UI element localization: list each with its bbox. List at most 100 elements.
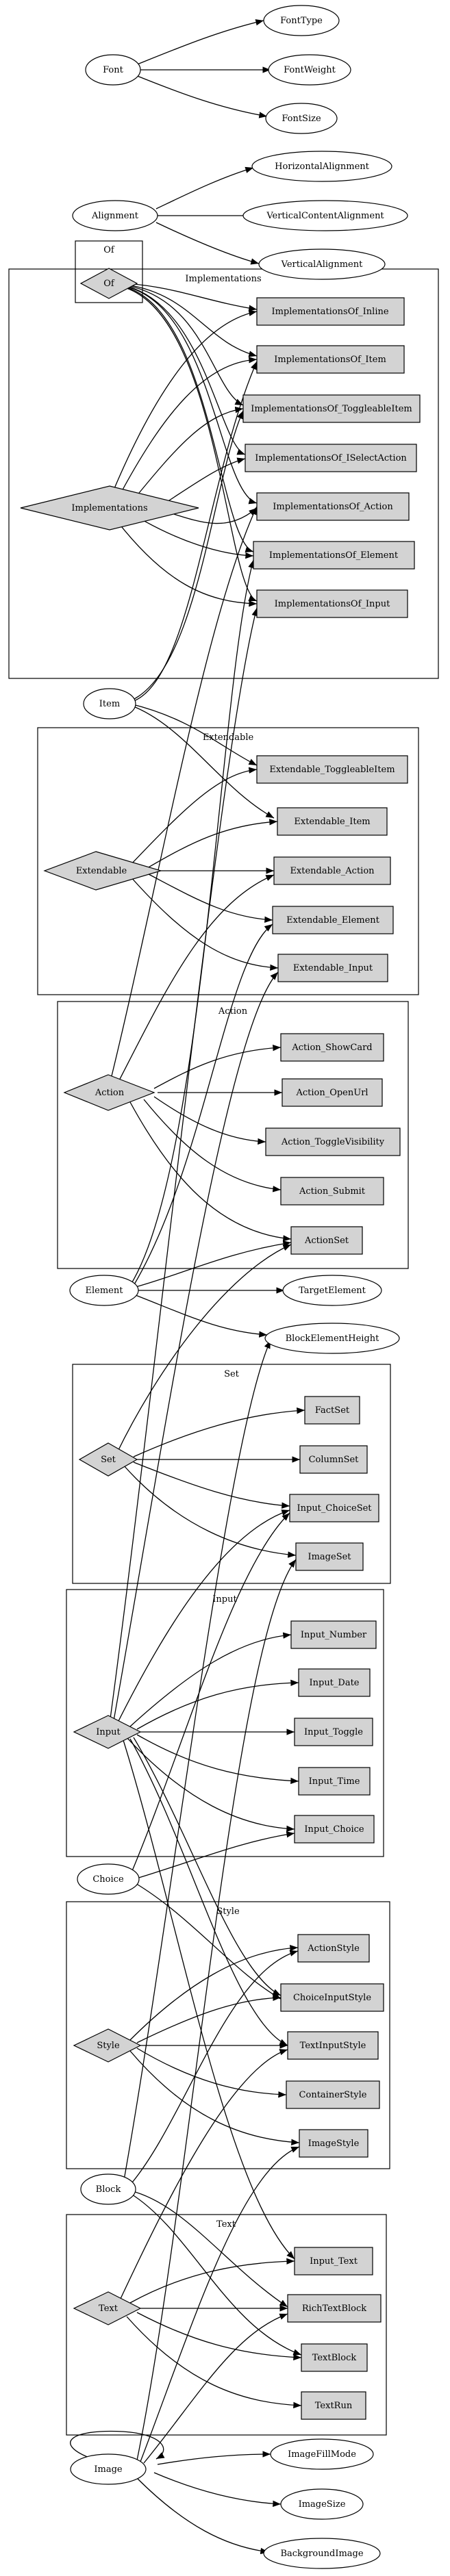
node-verticalalignment: VerticalAlignment <box>258 248 386 280</box>
svg-text:VerticalAlignment: VerticalAlignment <box>281 259 363 270</box>
edge-style-imagestyle <box>129 2050 300 2145</box>
node-extendable: Extendable <box>43 851 163 891</box>
edge-input-number <box>129 1632 292 1727</box>
node-textrun: TextRun <box>301 2391 366 2420</box>
edge-image-richtextblock <box>143 2313 288 2464</box>
node-action-showcard: Action_ShowCard <box>280 1033 384 1062</box>
edge-extendable-toggleable <box>129 767 258 866</box>
node-implementations: Implementations <box>20 485 199 531</box>
svg-text:Of: Of <box>103 279 115 289</box>
svg-text:ImplementationsOf_ISelectActio: ImplementationsOf_ISelectAction <box>255 453 407 463</box>
node-implementationsof-inline: ImplementationsOf_Inline <box>256 297 405 326</box>
svg-text:Implementations: Implementations <box>71 503 147 513</box>
svg-text:ContainerStyle: ContainerStyle <box>299 2090 367 2100</box>
cluster-implementations: Implementations <box>8 268 439 679</box>
svg-text:RichTextBlock: RichTextBlock <box>302 2304 366 2314</box>
svg-text:Extendable_ToggleableItem: Extendable_ToggleableItem <box>269 765 395 775</box>
svg-text:Extendable: Extendable <box>76 866 127 876</box>
edge-set-input-choiceset <box>133 1462 290 1509</box>
edge-choice-choiceinputstyle <box>134 1882 282 2000</box>
svg-text:TextBlock: TextBlock <box>312 2353 357 2363</box>
node-extendable-input: Extendable_Input <box>277 954 388 982</box>
edge-extendable-input <box>129 876 279 971</box>
edge-input-date <box>136 1679 299 1730</box>
node-action-submit: Action_Submit <box>280 1177 384 1206</box>
node-richtextblock: RichTextBlock <box>287 2294 382 2323</box>
svg-text:BlockElementHeight: BlockElementHeight <box>286 1334 380 1344</box>
svg-text:Block: Block <box>96 2184 121 2195</box>
cluster-style-label: Style <box>216 1907 240 1917</box>
svg-text:Alignment: Alignment <box>91 211 139 221</box>
edge-input-choice <box>126 1737 295 1833</box>
edge-action-togglevisibility <box>153 1096 266 1145</box>
node-input-time: Input_Time <box>298 1767 371 1796</box>
node-textinputstyle: TextInputStyle <box>287 2031 379 2060</box>
node-alignment: Alignment <box>72 200 158 231</box>
edge-text-inputtext <box>129 2258 295 2304</box>
cluster-extendable-label: Extendable <box>203 732 254 743</box>
node-input-text: Input_Text <box>294 2247 373 2275</box>
cluster-text-label: Text <box>216 2219 236 2230</box>
edge-of-implementationsof-input <box>126 288 258 602</box>
svg-text:Input_Time: Input_Time <box>309 1776 360 1787</box>
node-horizontalalignment: HorizontalAlignment <box>251 151 392 182</box>
node-style: Style <box>73 2028 142 2063</box>
svg-text:Font: Font <box>103 65 124 75</box>
svg-text:Image: Image <box>94 2464 123 2475</box>
node-imageset: ImageSet <box>295 1542 364 1571</box>
svg-text:ActionSet: ActionSet <box>304 1236 349 1246</box>
node-image: Image <box>70 2453 147 2485</box>
svg-text:Extendable_Input: Extendable_Input <box>293 963 373 973</box>
svg-text:FontWeight: FontWeight <box>284 65 336 75</box>
node-block: Block <box>80 2173 136 2205</box>
node-text: Text <box>73 2291 142 2325</box>
edge-extendable-item <box>147 819 278 869</box>
svg-text:Text: Text <box>99 2304 118 2314</box>
edge-text-textblock <box>136 2312 302 2361</box>
node-imagestyle: ImageStyle <box>299 2129 368 2158</box>
node-factset: FactSet <box>304 1396 360 1425</box>
edge-image-imagesize <box>153 2472 282 2508</box>
edge-image-imageset <box>136 1559 297 2461</box>
node-item: Item <box>83 688 136 719</box>
svg-text:BackgroundImage: BackgroundImage <box>280 2549 363 2559</box>
edge-item-extendable <box>129 704 275 819</box>
cluster-implementations-label: Implementations <box>185 274 261 284</box>
svg-text:ImageSet: ImageSet <box>308 1552 351 1562</box>
node-blockelementheight: BlockElementHeight <box>264 1323 400 1354</box>
node-set: Set <box>78 1442 138 1477</box>
svg-text:ImplementationsOf_Input: ImplementationsOf_Input <box>275 599 390 609</box>
node-extendable-element: Extendable_Element <box>272 906 394 934</box>
node-verticalcontentalignment: VerticalContentAlignment <box>242 200 408 231</box>
edge-font-fontsize <box>135 75 268 118</box>
edge-of-implementationsof-toggleable <box>126 285 244 406</box>
edge-action-implementationsof <box>109 506 258 1085</box>
svg-text:Style: Style <box>97 2041 120 2051</box>
svg-text:Set: Set <box>101 1455 116 1465</box>
svg-text:Extendable_Action: Extendable_Action <box>290 866 375 876</box>
edge-input-implementationsof <box>109 607 258 1724</box>
edge-block-richtextblock <box>129 2190 288 2308</box>
svg-text:Item: Item <box>99 699 120 709</box>
edge-item-implementationsof <box>129 361 258 703</box>
node-imagesize: ImageSize <box>280 2488 364 2520</box>
svg-text:ImplementationsOf_Action: ImplementationsOf_Action <box>273 502 393 512</box>
node-fonttype: FontType <box>263 5 340 36</box>
edge-block-textblock <box>129 2193 302 2356</box>
node-targetelement: TargetElement <box>282 1275 382 1306</box>
svg-text:FontType: FontType <box>280 16 323 26</box>
node-input: Input <box>73 1715 142 1749</box>
node-element: Element <box>69 1275 139 1306</box>
edge-of-implementationsof-inline <box>126 283 258 311</box>
svg-text:Input_Date: Input_Date <box>309 1678 359 1688</box>
edge-of-implementationsof-action <box>126 286 258 505</box>
svg-text:Input_ChoiceSet: Input_ChoiceSet <box>297 1503 372 1514</box>
edge-image-imagefillmode <box>157 2451 271 2465</box>
svg-text:ImageFillMode: ImageFillMode <box>288 2449 356 2460</box>
node-extendable-toggleableitem: Extendable_ToggleableItem <box>256 755 408 784</box>
node-implementationsof-element: ImplementationsOf_Element <box>253 541 415 570</box>
svg-text:TextRun: TextRun <box>315 2401 353 2411</box>
edge-block-actionstyle <box>128 1950 299 2187</box>
node-fontsize: FontSize <box>265 103 338 134</box>
cluster-style: Style <box>66 1901 390 2169</box>
